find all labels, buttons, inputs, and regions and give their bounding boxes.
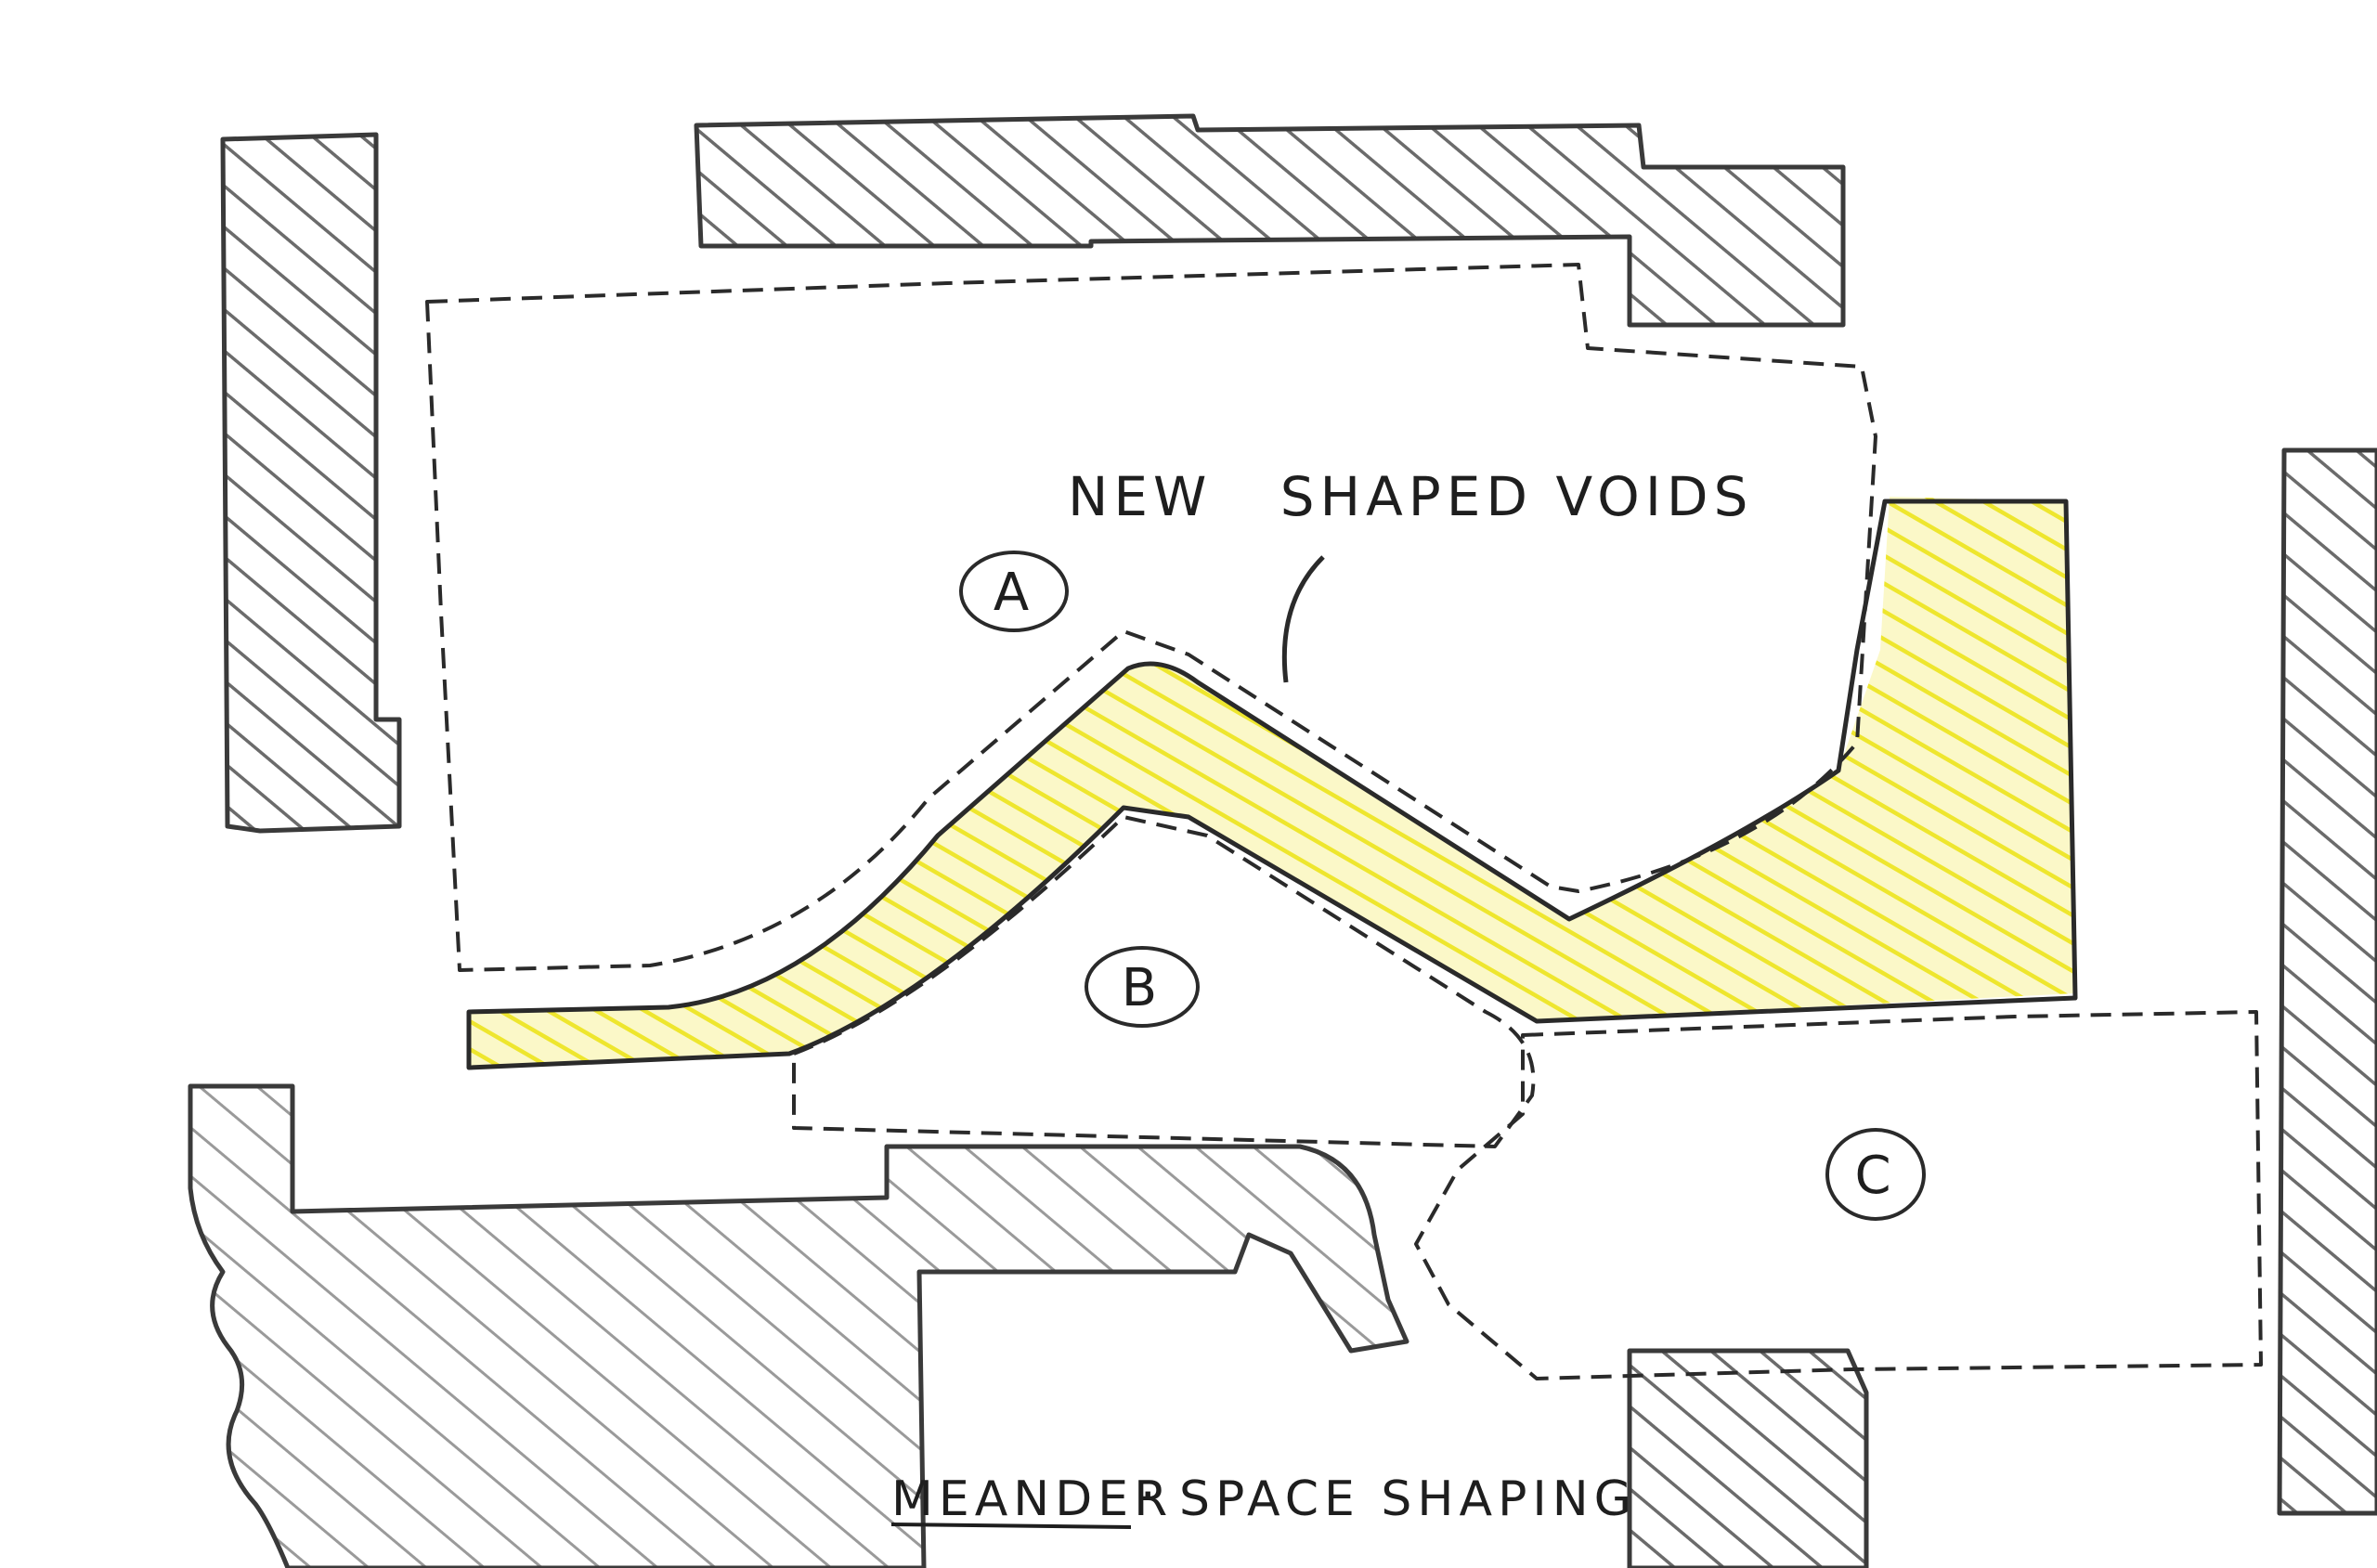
space-c-outline — [1416, 1012, 2261, 1379]
space-a-outline — [427, 265, 1876, 970]
zone-c-marker: C — [1827, 1130, 1924, 1219]
caption-separator: · — [1140, 1468, 1162, 1523]
zone-b-label: B — [1122, 958, 1163, 1018]
shaped-void-yellow — [469, 497, 2075, 1068]
annotation-new-shaped-voids: NEW SHAPED VOIDS — [1068, 465, 1753, 528]
zone-a-label: A — [994, 563, 1034, 623]
annotation-leader — [1284, 557, 1323, 682]
caption-space-shaping: SPACE SHAPING — [1179, 1471, 1637, 1527]
building-right — [2280, 450, 2377, 1513]
caption: MEANDER · SPACE SHAPING — [891, 1468, 1637, 1527]
void-fill — [469, 497, 2075, 1068]
zone-b-marker: B — [1086, 948, 1198, 1026]
caption-meander: MEANDER — [891, 1471, 1173, 1527]
zone-c-label: C — [1854, 1146, 1896, 1206]
building-bottom-right — [1630, 1351, 1866, 1568]
building-top — [696, 116, 1843, 325]
building-left — [223, 135, 399, 831]
zone-a-marker: A — [961, 552, 1067, 630]
